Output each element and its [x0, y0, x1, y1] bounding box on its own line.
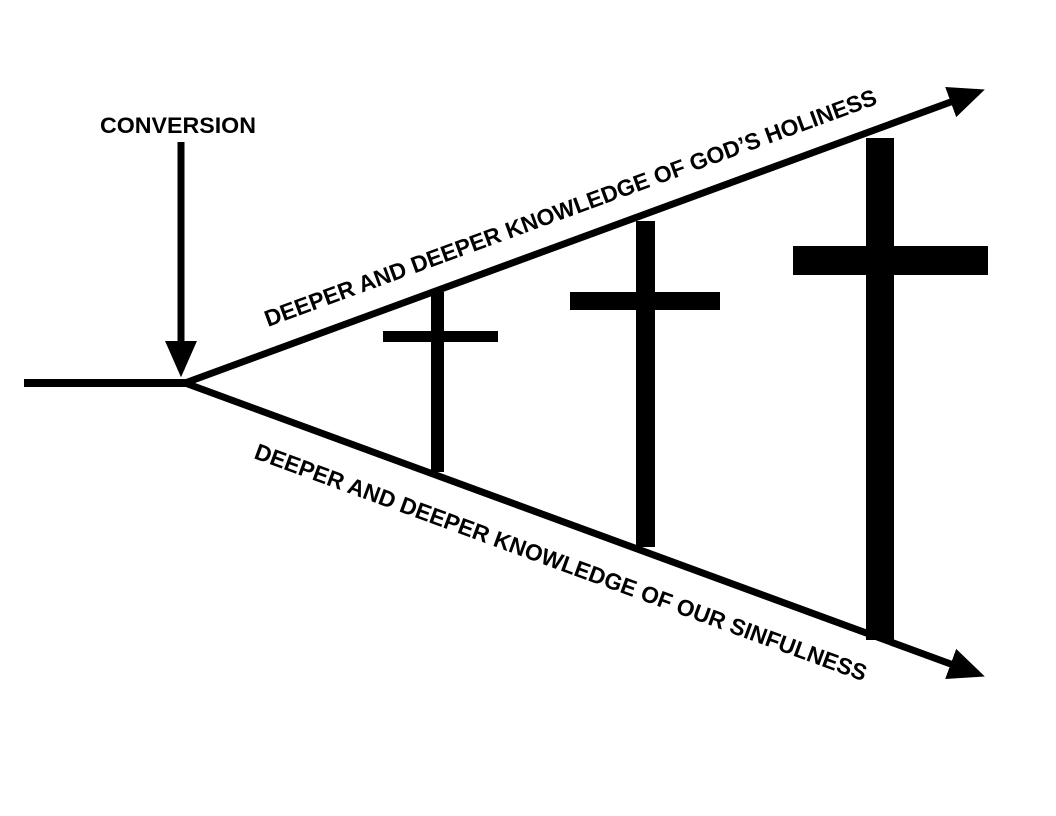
- small-cross-icon: [383, 292, 498, 472]
- medium-cross-upright: [636, 221, 655, 547]
- conversion-label: CONVERSION: [100, 113, 256, 138]
- medium-cross-icon: [570, 221, 720, 547]
- lower-axis-arrow-icon: [183, 379, 985, 680]
- large-cross-icon: [793, 138, 988, 640]
- lower-axis-label: DEEPER AND DEEPER KNOWLEDGE OF OUR SINFU…: [251, 438, 870, 686]
- small-cross-crossbar: [383, 331, 498, 342]
- upper-axis-arrow-icon: [183, 86, 985, 387]
- medium-cross-crossbar: [570, 292, 720, 310]
- large-cross-upright: [866, 138, 894, 640]
- small-cross-upright: [431, 292, 444, 472]
- large-cross-crossbar: [793, 246, 988, 275]
